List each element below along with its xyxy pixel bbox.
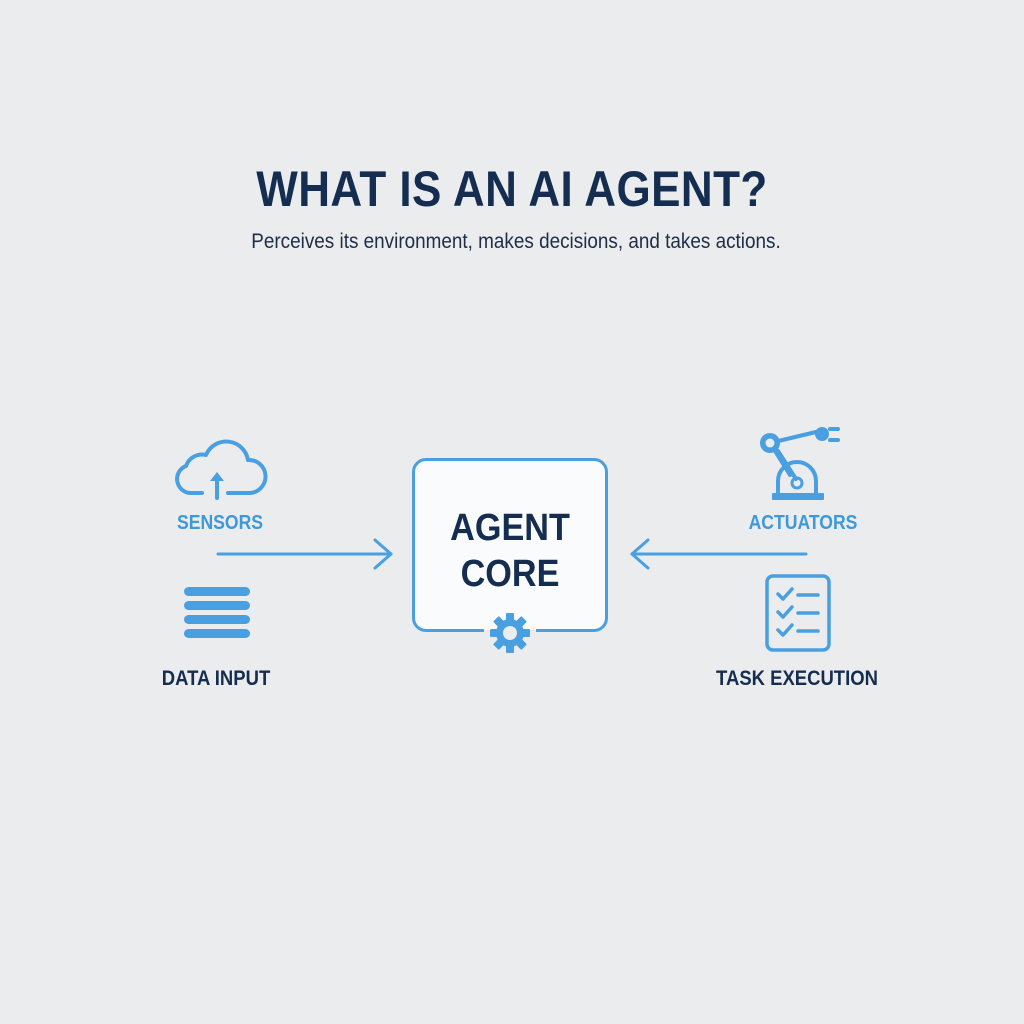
- agent-core-line1: AGENT: [450, 507, 570, 549]
- arrow-right-icon: [216, 538, 393, 570]
- page-title: WHAT IS AN AI AGENT?: [256, 161, 768, 217]
- actuators-label: ACTUATORS: [748, 512, 858, 534]
- robot-arm-icon: [760, 427, 840, 500]
- agent-core-line2: CORE: [460, 553, 560, 595]
- gear-icon: [484, 609, 536, 660]
- arrow-left-icon: [630, 538, 808, 570]
- agent-core-box: [412, 458, 608, 632]
- data-stack-icon: [184, 587, 250, 638]
- agent-core-title: AGENT CORE: [422, 505, 598, 597]
- checklist-icon: [765, 574, 831, 652]
- task-execution-label: TASK EXECUTION: [716, 667, 878, 690]
- cloud-upload-icon: [175, 439, 268, 500]
- page-subtitle: Perceives its environment, makes decisio…: [251, 230, 781, 253]
- data-input-label: DATA INPUT: [161, 667, 271, 690]
- sensors-label: SENSORS: [176, 512, 264, 534]
